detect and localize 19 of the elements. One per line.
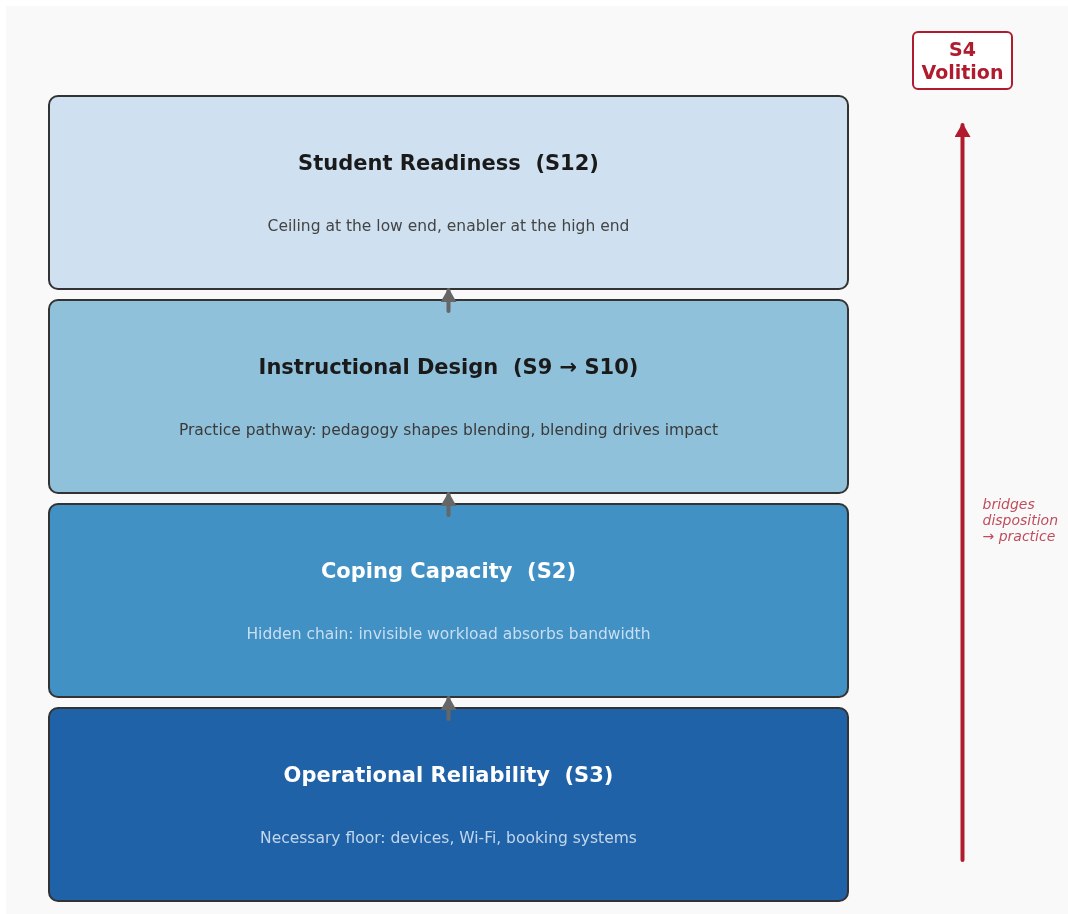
box-title: Coping Capacity (S2)	[320, 558, 577, 583]
edge-label: bridges disposition → practice	[982, 495, 1060, 544]
box-title: Instructional Design (S9 → S10)	[258, 354, 639, 379]
layer-box	[48, 299, 849, 494]
arrow	[440, 288, 457, 313]
box-subtitle: Ceiling at the low end, enabler at the high end	[267, 216, 630, 235]
arrow	[440, 492, 457, 517]
box-subtitle: Practice pathway: pedagogy shapes blending, blending drives impact	[178, 420, 719, 439]
arrow	[440, 696, 457, 721]
arrow	[954, 123, 971, 862]
layer-box	[48, 707, 849, 902]
box-subtitle: Necessary floor: devices, Wi-Fi, booking systems	[260, 828, 637, 847]
box-subtitle: Hidden chain: invisible workload absorbs bandwidth	[246, 624, 651, 643]
layer-box	[48, 503, 849, 698]
box-title: S4 Volition	[920, 37, 1005, 84]
box-title: Operational Reliability (S3)	[283, 762, 614, 787]
label-box	[912, 31, 1013, 90]
box-title: Student Readiness (S12)	[298, 150, 599, 175]
layer-box	[48, 95, 849, 290]
